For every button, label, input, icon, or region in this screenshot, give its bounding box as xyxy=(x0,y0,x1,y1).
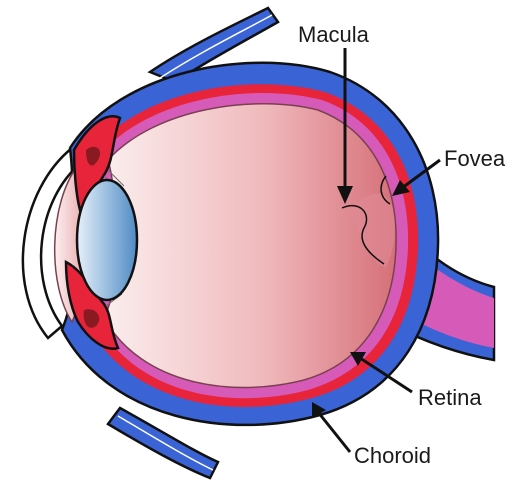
label-fovea: Fovea xyxy=(444,146,506,171)
lens xyxy=(77,180,137,300)
label-retina: Retina xyxy=(418,385,482,410)
vitreous-body xyxy=(104,104,396,388)
label-macula: Macula xyxy=(298,22,370,47)
label-choroid: Choroid xyxy=(354,443,431,468)
